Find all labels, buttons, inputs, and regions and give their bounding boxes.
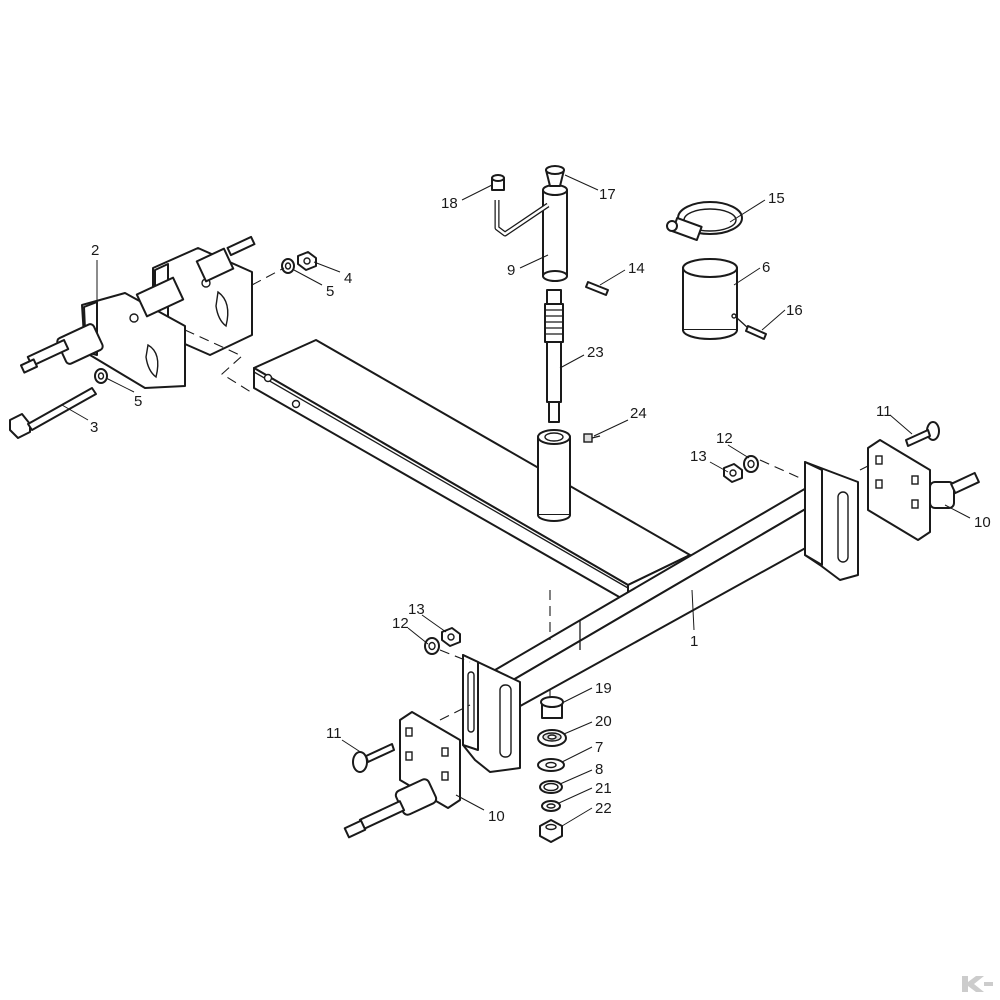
- main-beam: [253, 339, 691, 603]
- threaded-shaft-23: [544, 289, 564, 423]
- long-bolt-3: [9, 387, 97, 439]
- nut-13-right: [723, 463, 743, 483]
- callout-10-left: 10: [488, 808, 505, 825]
- nut-22: [539, 819, 563, 843]
- callout-labels: 1 2 3 4 5 5 6 7 8 9 10 10 11 11 12 12 13…: [90, 186, 991, 825]
- ring-8: [539, 780, 563, 794]
- callout-21: 21: [595, 780, 612, 797]
- callout-9: 9: [507, 262, 515, 279]
- callout-19: 19: [595, 680, 612, 697]
- sleeve-6: [682, 258, 738, 340]
- leader-lines: [61, 174, 971, 827]
- washer-7: [537, 758, 565, 772]
- callout-2: 2: [91, 242, 99, 259]
- washer-12-right: [743, 455, 759, 473]
- callout-5-lower: 5: [134, 393, 142, 410]
- washer-21: [541, 800, 561, 812]
- callout-23: 23: [587, 344, 604, 361]
- nut-13-left: [441, 627, 461, 647]
- bearing-20: [537, 729, 567, 747]
- bushing-19: [540, 696, 564, 719]
- support-plate-10-left: [343, 711, 461, 839]
- washer-5-lower: [94, 368, 108, 384]
- callout-16: 16: [786, 302, 803, 319]
- callout-7: 7: [595, 739, 603, 756]
- callout-14: 14: [628, 260, 645, 277]
- callout-13-right: 13: [690, 448, 707, 465]
- crank-tube-9: [494, 184, 568, 282]
- callout-11-right: 11: [876, 403, 892, 420]
- callout-10-right: 10: [974, 514, 991, 531]
- callout-13-left: 13: [408, 601, 425, 618]
- callout-4: 4: [344, 270, 352, 287]
- callout-3: 3: [90, 419, 98, 436]
- callout-11-left: 11: [326, 725, 342, 742]
- cap-18: [491, 174, 505, 191]
- pin-16: [736, 317, 767, 340]
- cross-beam-right-plate: [804, 461, 859, 581]
- callout-15: 15: [768, 190, 785, 207]
- callout-22: 22: [595, 800, 612, 817]
- nut-4: [297, 251, 317, 271]
- callout-1: 1: [690, 633, 698, 650]
- cap-17: [545, 165, 565, 187]
- callout-24: 24: [630, 405, 647, 422]
- callout-18: 18: [441, 195, 458, 212]
- brand-logo-icon: [962, 976, 993, 992]
- callout-12-left: 12: [392, 615, 409, 632]
- washer-12-left: [424, 637, 440, 655]
- callout-17: 17: [599, 186, 616, 203]
- callout-5-upper: 5: [326, 283, 334, 300]
- clamp-15: [666, 201, 743, 242]
- washer-5-upper: [281, 258, 295, 274]
- cross-beam-left-plate: [462, 654, 521, 773]
- callout-8: 8: [595, 761, 603, 778]
- pin-14: [585, 281, 609, 296]
- bolt-24: [583, 433, 601, 443]
- bracket-assembly-2: [19, 235, 256, 389]
- callout-12-right: 12: [716, 430, 733, 447]
- bolt-11-right: [905, 421, 940, 447]
- callout-20: 20: [595, 713, 612, 730]
- support-plate-10-right: [867, 439, 980, 541]
- pivot-sleeve: [537, 429, 571, 522]
- bolt-11-left: [352, 743, 395, 773]
- callout-6: 6: [762, 259, 770, 276]
